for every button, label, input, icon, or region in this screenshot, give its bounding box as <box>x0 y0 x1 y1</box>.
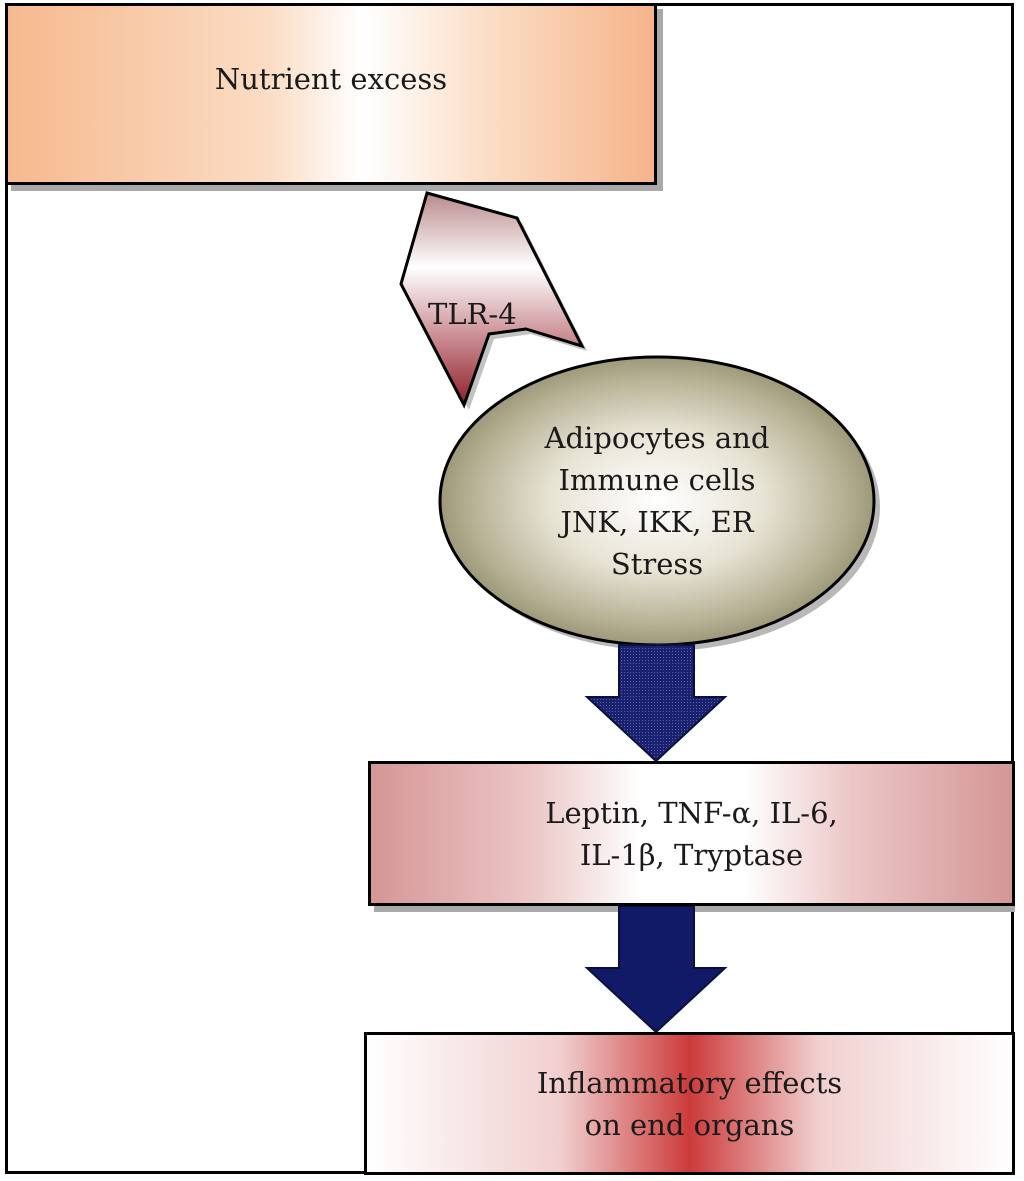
nutrient-box-shadow-side <box>657 9 663 191</box>
inflammatory-effects-box: Inflammatory effects on end organs <box>364 1032 1015 1175</box>
down-arrow-1 <box>584 644 728 763</box>
down-arrow-2 <box>584 905 728 1034</box>
cells-ellipse-text: Adipocytes and Immune cells JNK, IKK, ER… <box>440 357 874 645</box>
nutrient-box-shadow <box>11 185 663 191</box>
cytokines-line-1: Leptin, TNF-α, IL-6, <box>545 795 838 830</box>
nutrient-excess-box: Nutrient excess <box>5 3 657 185</box>
cytokines-line-2: IL-1β, Tryptase <box>579 837 804 872</box>
cells-line-1: Adipocytes and <box>544 421 770 455</box>
cytokines-box: Leptin, TNF-α, IL-6, IL-1β, Tryptase <box>368 761 1015 906</box>
tlr4-label: TLR-4 <box>428 297 517 331</box>
cells-line-2: Immune cells <box>558 463 756 497</box>
effects-line-1: Inflammatory effects <box>536 1065 843 1100</box>
effects-line-2: on end organs <box>584 1107 795 1142</box>
tlr4-arrow-body <box>399 191 585 409</box>
nutrient-excess-label: Nutrient excess <box>214 62 448 96</box>
cells-line-3: JNK, IKK, ER <box>560 505 754 539</box>
cells-line-4: Stress <box>610 547 704 581</box>
